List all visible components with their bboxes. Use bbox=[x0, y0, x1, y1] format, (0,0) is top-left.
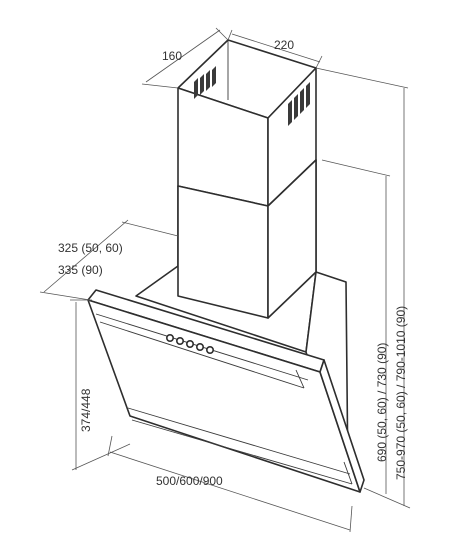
glass-side-edge bbox=[319, 359, 365, 493]
dim-label-depth-1: 325 (50, 60) bbox=[58, 241, 123, 255]
chimney-lower-side bbox=[267, 159, 317, 319]
control-button-1 bbox=[166, 333, 175, 342]
glass-frame-corner bbox=[295, 369, 305, 389]
dim-label-width: 500/600/900 bbox=[156, 474, 223, 488]
dim-label-220: 220 bbox=[274, 38, 294, 52]
vent-slots-left bbox=[194, 66, 216, 99]
dim-label-height-max: 750-970 (50, 60) / 790-1010 (90) bbox=[394, 306, 408, 480]
glass-frame-line-4 bbox=[131, 419, 353, 485]
control-buttons bbox=[166, 333, 215, 354]
control-button-5 bbox=[206, 345, 215, 354]
dim-label-160: 160 bbox=[162, 49, 182, 63]
dimension-lines bbox=[39, 27, 411, 533]
control-button-3 bbox=[186, 339, 195, 348]
glass-frame-line-2 bbox=[99, 321, 305, 389]
control-button-4 bbox=[196, 342, 205, 351]
vent-slots-right bbox=[288, 82, 310, 126]
dim-label-height-min: 690 (50, 60) / 730 (90) bbox=[375, 343, 389, 462]
glass-frame-corner-2 bbox=[343, 461, 353, 485]
glass-frame-line-3 bbox=[127, 407, 351, 475]
control-button-2 bbox=[176, 336, 185, 345]
dim-label-glass-height: 374/448 bbox=[79, 388, 93, 432]
glass-panel bbox=[87, 289, 365, 493]
dim-label-depth-2: 335 (90) bbox=[58, 263, 103, 277]
chimney-lower-front bbox=[177, 185, 269, 319]
